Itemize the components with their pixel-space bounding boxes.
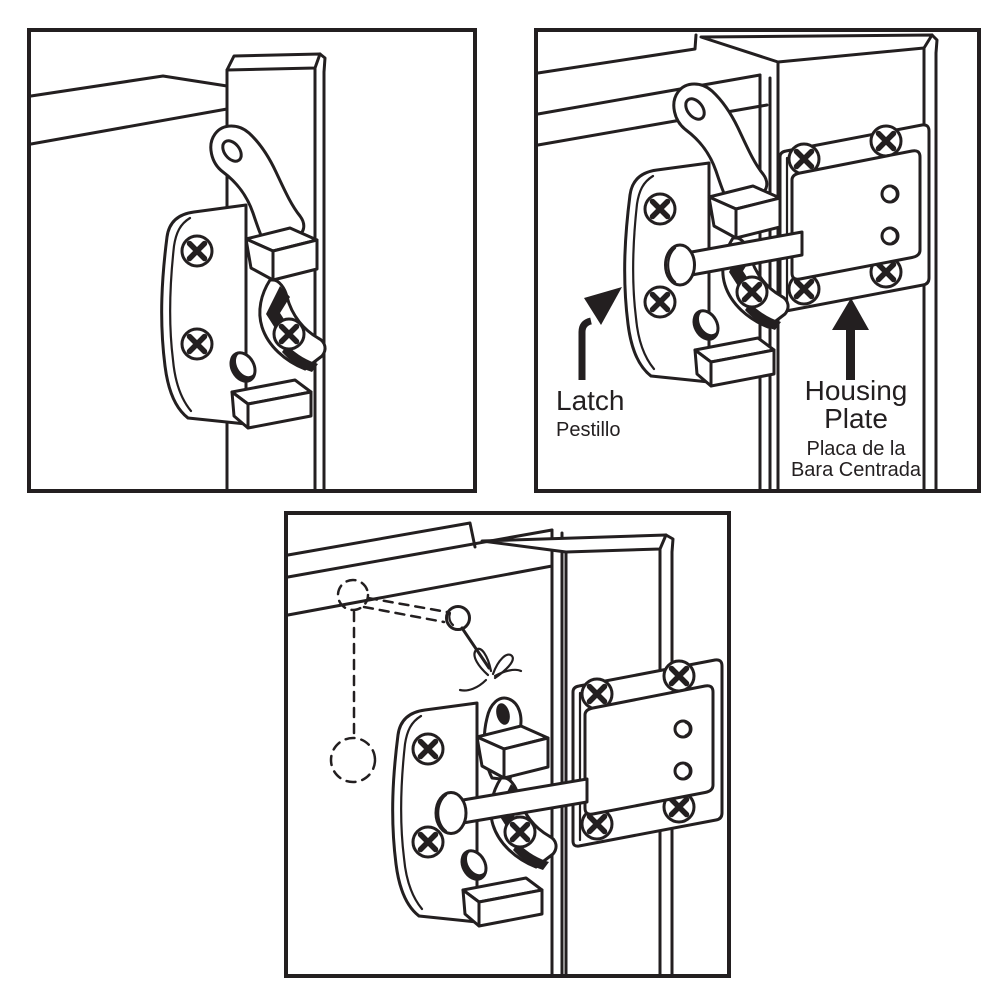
panel-latch-housing-labeled: Latch Pestillo Housing Plate Placa de la… (534, 28, 981, 493)
pull-string-drawing (445, 605, 523, 692)
panel-latch-installed (27, 28, 477, 493)
string-bow-knot (458, 647, 523, 692)
latch-bar-knob-drawing (434, 777, 589, 835)
latch-label: Latch (556, 385, 625, 416)
housing-plate-drawing (573, 660, 722, 846)
gate-post-drawing (286, 521, 675, 976)
string-path-dashed (329, 578, 449, 784)
up-arrow-icon (832, 298, 869, 380)
housing-plate-sublabel-line2: Bara Centrada (791, 459, 922, 481)
latch-sublabel: Pestillo (556, 419, 620, 441)
housing-plate-sublabel-line1: Placa de la (807, 438, 907, 460)
housing-plate-label-line1: Housing (805, 375, 908, 406)
latch-bar-knob-drawing (664, 230, 804, 287)
bent-arrow-icon (578, 287, 622, 380)
panel-assembled-pull-string (284, 511, 731, 978)
gate-post-drawing (536, 33, 939, 491)
housing-plate-drawing (780, 125, 929, 311)
housing-plate-label-line2: Plate (824, 403, 888, 434)
